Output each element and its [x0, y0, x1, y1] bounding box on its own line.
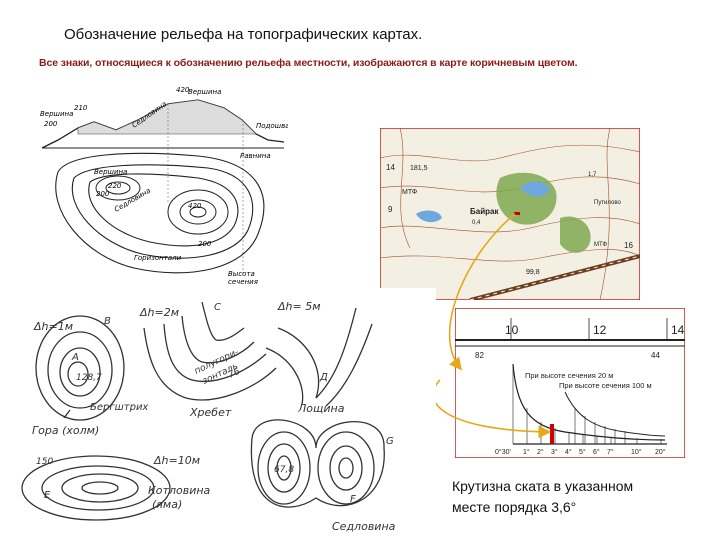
saddle-point-f: F [350, 494, 356, 505]
caption-line-1: Крутизна ската в указанном [452, 478, 634, 494]
saddle-mark: 67,8 [274, 465, 294, 475]
axis-tick: 1° [523, 448, 530, 456]
map-marker [514, 212, 520, 215]
map-label: 1,7 [588, 172, 597, 178]
map-forest [560, 216, 591, 253]
label-elev-top: 420 [176, 86, 190, 94]
ridge-val: 76 [227, 367, 242, 381]
scale-top-number: 12 [593, 323, 607, 337]
map-label: 14 [386, 163, 395, 172]
map-label: 9 [388, 205, 393, 214]
contour-line [95, 175, 141, 201]
ridge-dh: Δh=2м [139, 306, 179, 319]
axis-tick: 2° [537, 448, 544, 456]
axis-tick: 20° [655, 448, 666, 456]
label-peak-left: Вершина [40, 110, 73, 118]
hill-mark: 128,7 [76, 373, 102, 383]
contour-line [179, 199, 217, 225]
basin-name1: Котловина [148, 484, 211, 497]
scale-top-number: 10 [505, 323, 519, 337]
label-100m: При высоте сечения 100 м [559, 381, 652, 390]
map-water [520, 181, 550, 197]
label-elev-map1: 220 [108, 182, 122, 190]
label-contours: Горизонтали [134, 254, 182, 262]
contour-line [105, 181, 131, 195]
hollow-name: Лощина [297, 402, 345, 415]
axis-tick: 10° [631, 448, 642, 456]
hollow-point-d: Д [319, 372, 328, 383]
ridge-point-c: С [214, 302, 221, 313]
label-plain: Равнина [240, 152, 271, 160]
basin-name2: (яма) [152, 498, 182, 511]
label-elev-map4: 200 [198, 240, 212, 248]
axis-tick: 3° [551, 448, 558, 456]
hill-point-b: В [104, 316, 111, 327]
basin-150: 150 [36, 457, 53, 467]
contour-line [88, 173, 239, 247]
label-peak-top: Вершина [188, 88, 221, 96]
landforms-sketch: Δh=1м В А 128,7 Бергштрих Гора (холм) Δh… [16, 288, 436, 538]
hollow-dh: Δh= 5м [277, 300, 321, 313]
label-height-line1: Высота [228, 270, 255, 278]
axis-tick: 4° [565, 448, 572, 456]
hill-point-a: А [71, 352, 79, 363]
label-elev-map2: 200 [96, 190, 110, 198]
saddle-point-g: G [386, 436, 394, 447]
label-peak-map: Вершина [94, 168, 127, 176]
caption-line-2: месте порядка 3,6° [452, 499, 577, 515]
map-water [416, 210, 442, 223]
axis-tick: 6° [593, 448, 600, 456]
contour-line [55, 152, 265, 274]
contour-line [71, 164, 254, 259]
map-label: 99,8 [526, 269, 540, 276]
axis-tick: 0°30' [495, 448, 511, 456]
label-elev-map3: 420 [188, 202, 202, 210]
hill-bergshtrikh: Бергштрих [90, 402, 148, 413]
label-elev-left-top: 210 [74, 104, 88, 112]
scale-mid-number: 44 [651, 351, 660, 360]
page-subtitle: Все знаки, относящиеся к обозначению рел… [39, 57, 578, 69]
basin-point-e: Е [44, 490, 51, 501]
label-height-line2: сечения [228, 278, 258, 286]
map-label: 16 [624, 241, 633, 250]
map-label: 181,5 [410, 165, 428, 172]
map-label: МТФ [402, 189, 417, 196]
page-title: Обозначение рельефа на топографических к… [64, 26, 423, 43]
slope-caption: Крутизна ската в указанном месте порядка… [452, 476, 702, 518]
hill-name: Гора (холм) [32, 424, 99, 437]
saddle-name: Седловина [332, 520, 396, 533]
map-label: Байрак [470, 207, 499, 216]
contour-line [189, 206, 207, 218]
axis-tick: 7° [607, 448, 614, 456]
hill-dh: Δh=1м [33, 320, 73, 333]
label-foot: Подошва [256, 122, 288, 130]
map-label: 0,4 [472, 220, 481, 226]
label-elev-left-peak: 200 [44, 120, 58, 128]
topographic-map: 14 181,5 МТФ 9 Байрак 0,4 1,7 99,8 Путил… [380, 128, 640, 300]
contour-line [167, 189, 229, 235]
slope-marker [550, 424, 554, 444]
profile-hatching [77, 99, 257, 135]
profile-contour-diagram: Вершина 420 Седловина Вершина 210 200 По… [40, 86, 288, 286]
ridge-name: Хребет [189, 406, 232, 419]
map-label: Путилово [594, 200, 621, 206]
axis-tick: 5° [579, 448, 586, 456]
basin-dh: Δh=10м [153, 454, 200, 467]
slope-scale: 10 12 14 82 44 При высоте сечения 20 м П… [455, 308, 685, 458]
label-20m: При высоте сечения 20 м [525, 371, 613, 380]
map-label: МТФ [594, 242, 607, 248]
scale-top-number: 14 [671, 323, 685, 337]
scale-mid-number: 82 [475, 351, 484, 360]
